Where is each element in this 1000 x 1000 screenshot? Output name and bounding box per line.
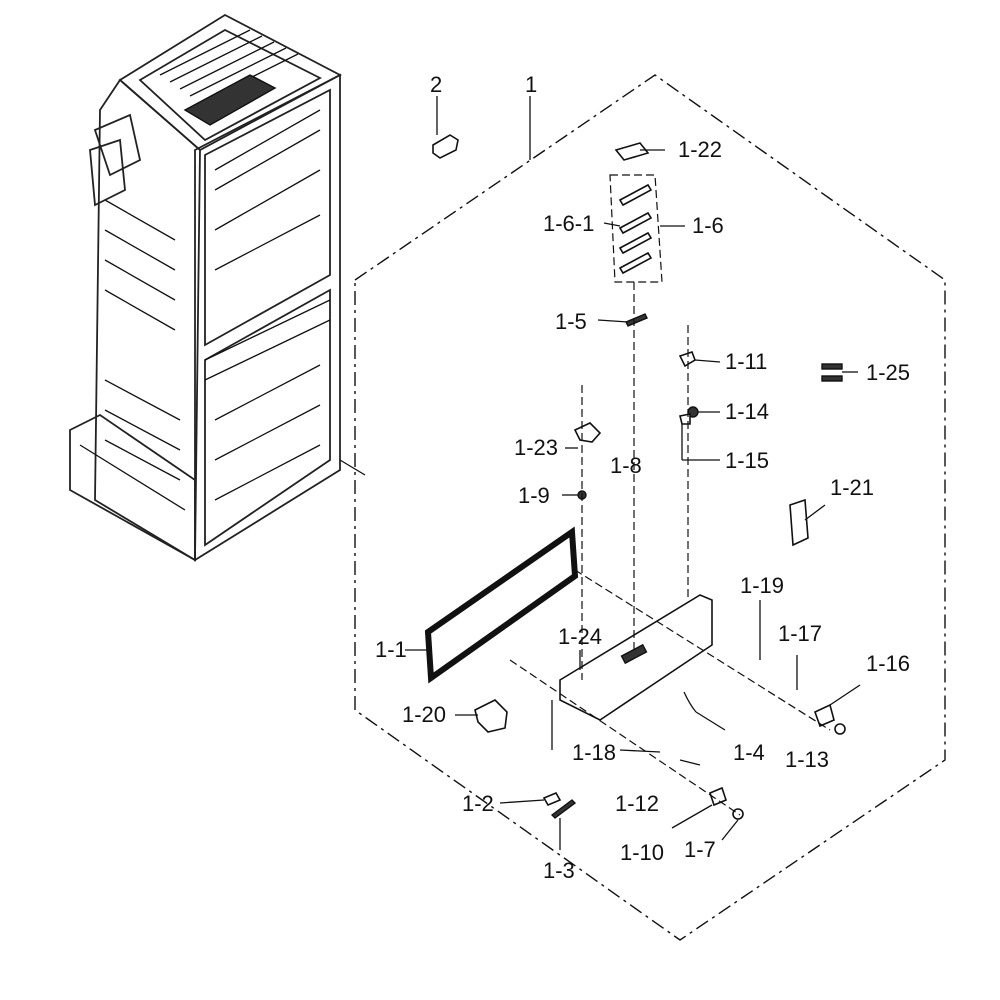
part-1-22 (614, 142, 650, 161)
label-1-8: 1-8 (610, 453, 642, 478)
part-1-4 (683, 691, 697, 713)
label-1-18: 1-18 (572, 740, 616, 765)
label-1-23: 1-23 (514, 435, 558, 460)
part-1-16 (814, 703, 835, 728)
refrigerator-cabinet (69, 13, 342, 562)
part-2 (432, 134, 459, 159)
label-1-24: 1-24 (558, 624, 602, 649)
label-1-10: 1-10 (620, 840, 664, 865)
part-1-6-box (609, 174, 663, 283)
label-1-15: 1-15 (725, 448, 769, 473)
part-1-5 (625, 313, 648, 327)
label-1-6: 1-6 (692, 213, 724, 238)
label-1-5: 1-5 (555, 309, 587, 334)
label-1-12: 1-12 (615, 791, 659, 816)
part-1-6-strips (618, 183, 653, 275)
label-1-9: 1-9 (518, 483, 550, 508)
label-1-22: 1-22 (678, 137, 722, 162)
label-1-2: 1-2 (462, 791, 494, 816)
label-1-3: 1-3 (543, 858, 575, 883)
label-1-25: 1-25 (866, 360, 910, 385)
label-1-17: 1-17 (778, 621, 822, 646)
part-1-3 (550, 799, 577, 819)
part-1-23 (573, 422, 602, 443)
part-1-21 (789, 498, 809, 547)
part-1-2 (542, 791, 562, 807)
assembly-axis-lines (339, 282, 831, 816)
label-1-1: 1-1 (375, 637, 407, 662)
label-2: 2 (430, 72, 442, 97)
leader-lines (405, 96, 861, 850)
label-1-7: 1-7 (684, 837, 716, 862)
label-1-19: 1-19 (740, 573, 784, 598)
label-1-14: 1-14 (725, 399, 769, 424)
label-1-16: 1-16 (866, 651, 910, 676)
part-labels: 2 1 1-22 1-6-1 1-6 1-5 1-11 1-25 1-14 1-… (375, 72, 910, 883)
part-1-24-handle (620, 643, 648, 665)
label-1-13: 1-13 (785, 747, 829, 772)
label-1-4: 1-4 (733, 740, 765, 765)
assembly-outline (354, 74, 946, 941)
part-1-13 (834, 723, 846, 735)
label-1-11: 1-11 (725, 349, 767, 374)
label-1: 1 (525, 72, 537, 97)
part-1-25 (821, 363, 843, 382)
label-1-6-1: 1-6-1 (543, 211, 594, 236)
part-1-1 (424, 526, 579, 684)
part-1-7 (732, 808, 744, 820)
part-1-10 (709, 786, 727, 807)
part-1-20 (474, 699, 508, 733)
label-1-21: 1-21 (830, 475, 874, 500)
label-1-20: 1-20 (402, 702, 446, 727)
